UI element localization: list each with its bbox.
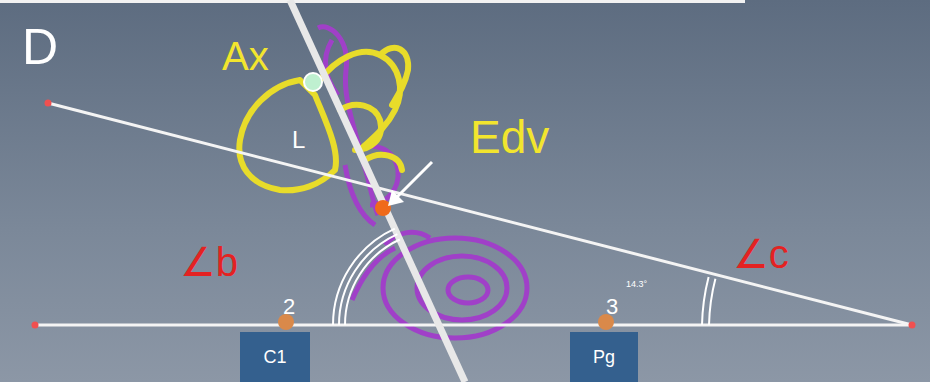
ax-point xyxy=(304,73,322,91)
angle-value: 14.3° xyxy=(626,280,647,289)
landmark-box: Pg xyxy=(570,332,638,382)
pointer-head xyxy=(388,190,404,206)
panel-letter: D xyxy=(22,22,58,72)
top-rule xyxy=(0,0,745,3)
edv-point xyxy=(375,200,391,216)
point-label: Ax xyxy=(222,36,269,76)
baseline xyxy=(35,324,912,327)
angle-label: ∠b xyxy=(180,242,238,282)
oblique-line xyxy=(48,103,912,325)
angle-label: ∠c xyxy=(733,234,789,274)
part-label: L xyxy=(292,128,305,152)
callout-number: 3 xyxy=(606,296,618,318)
end-point xyxy=(909,322,916,329)
axis-line xyxy=(290,0,465,382)
pointer-line xyxy=(396,162,432,198)
end-point xyxy=(45,100,52,107)
callout-number: 2 xyxy=(283,296,295,318)
landmark-box: C1 xyxy=(240,332,310,382)
end-point xyxy=(32,322,39,329)
landmark-name: C1 xyxy=(263,347,286,368)
angle-arcs xyxy=(333,229,715,325)
point-label: Edv xyxy=(470,114,549,160)
landmark-name: Pg xyxy=(593,347,615,368)
